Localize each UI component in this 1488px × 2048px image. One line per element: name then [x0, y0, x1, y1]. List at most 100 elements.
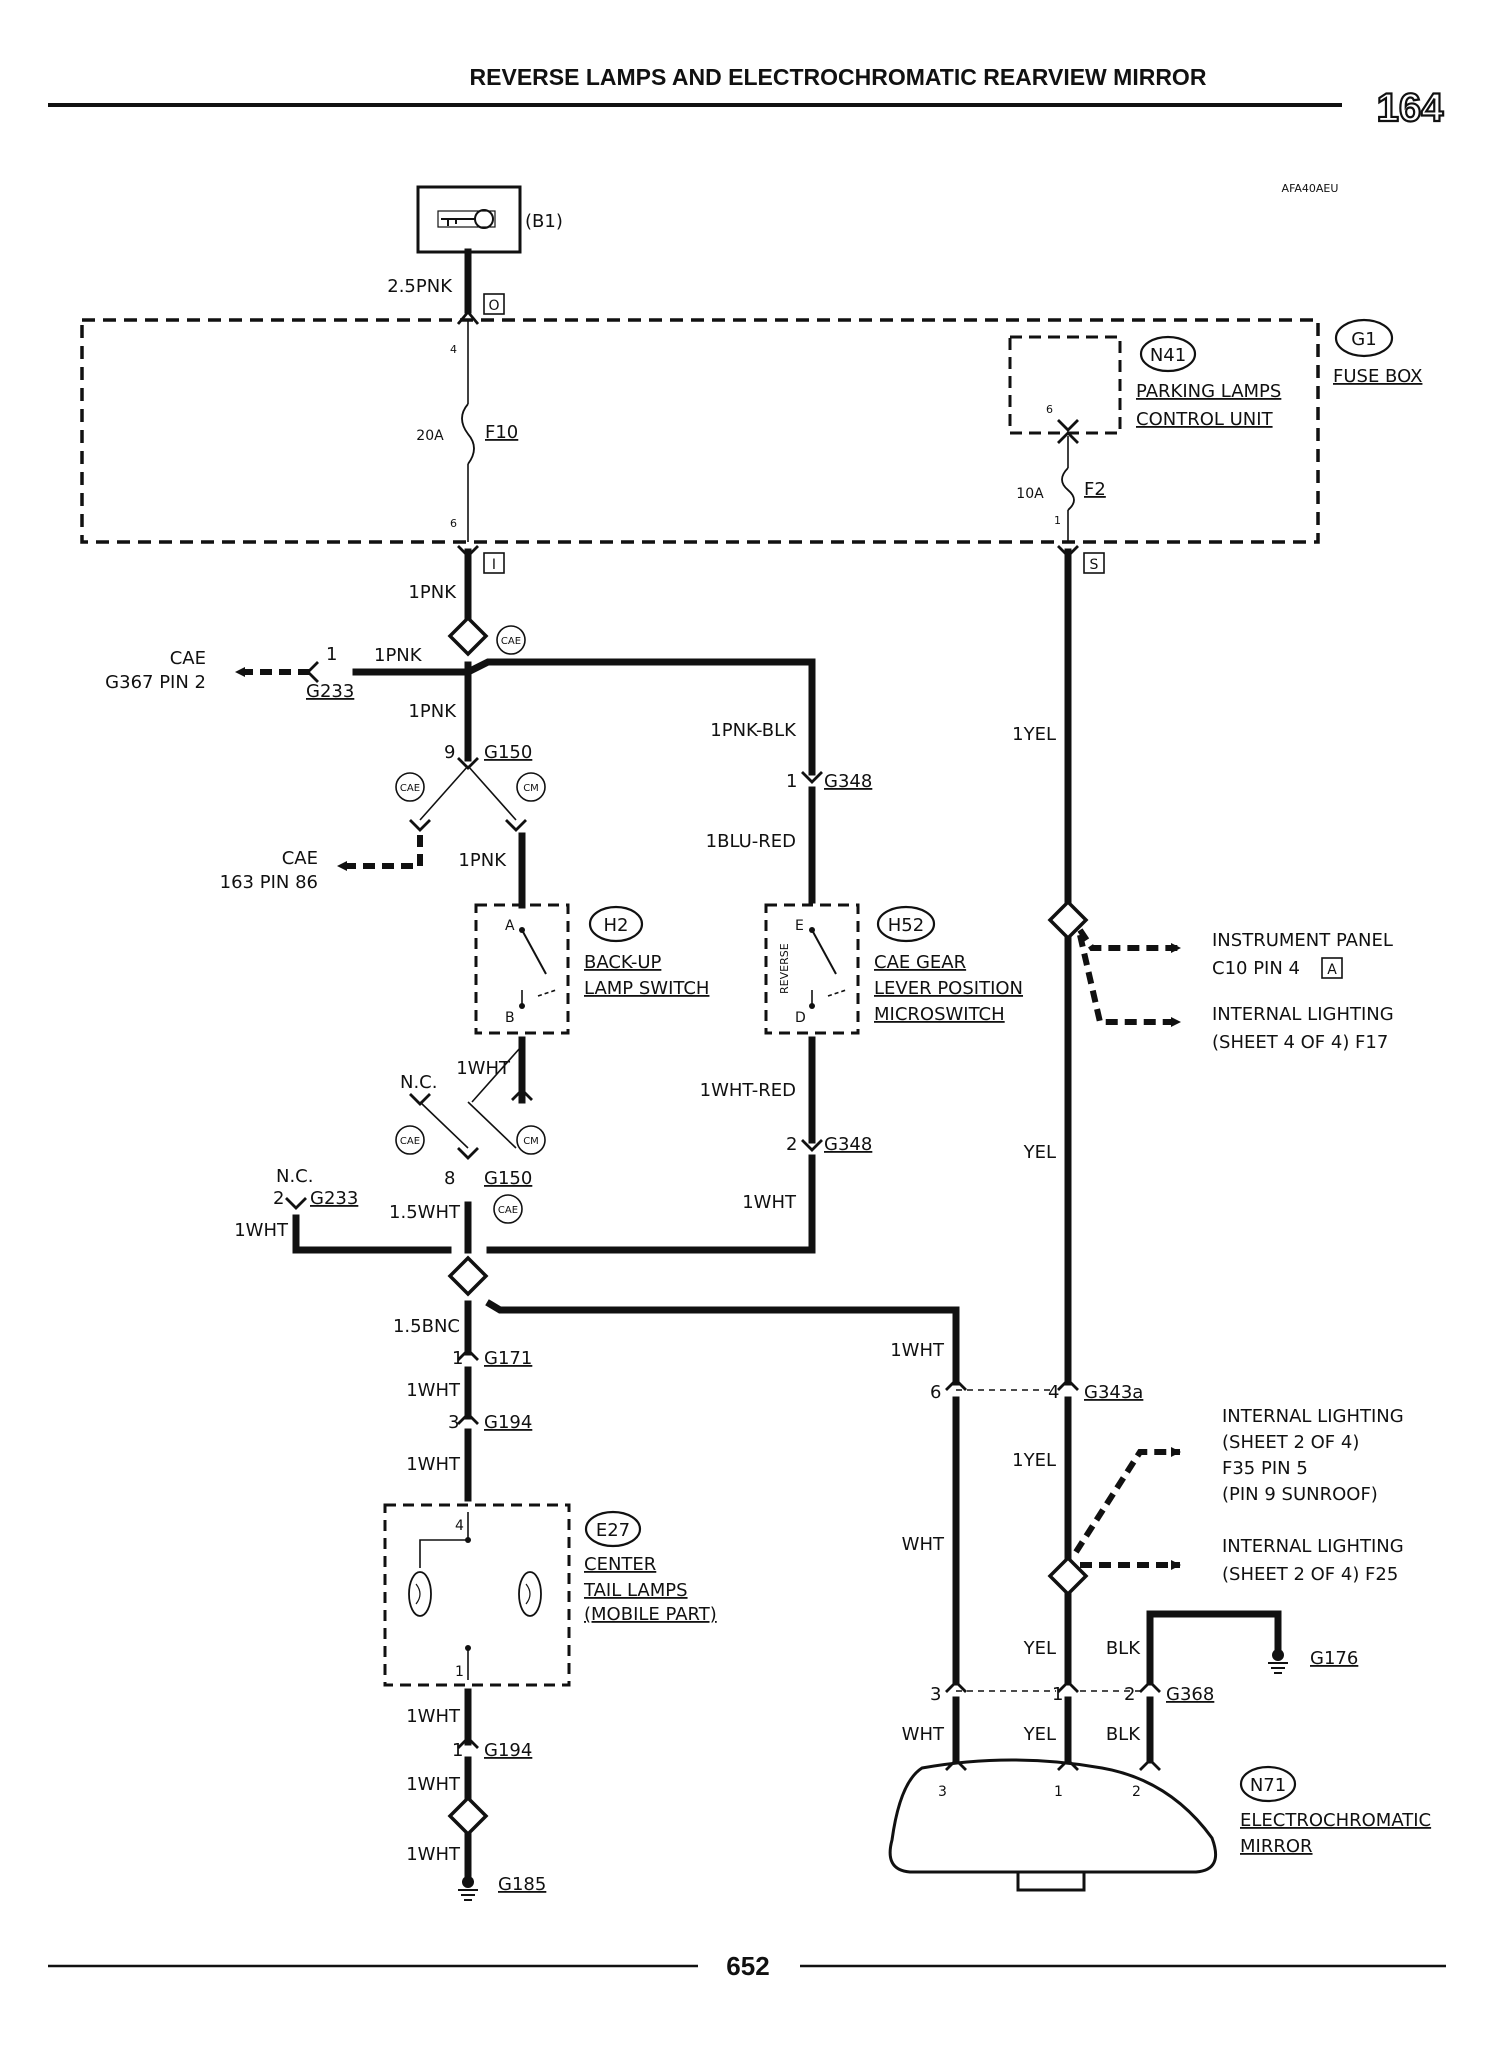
svg-text:8: 8 — [444, 1168, 455, 1189]
lamp-bulb-icon — [408, 1571, 432, 1617]
svg-text:2: 2 — [1132, 1784, 1141, 1800]
svg-text:F10: F10 — [485, 422, 518, 443]
reference-arrows — [235, 667, 1181, 1570]
splice-1pnk — [447, 615, 489, 657]
svg-text:1WHT: 1WHT — [406, 1774, 461, 1795]
svg-text:1: 1 — [326, 644, 337, 665]
splice-ground — [447, 1795, 489, 1837]
svg-text:10A: 10A — [1016, 486, 1044, 502]
svg-text:3: 3 — [938, 1784, 947, 1800]
center-tail-lamps-e27: 4 1 E27 CENTER TAIL LAMPS (MOBILE PART) — [383, 1503, 717, 1687]
svg-text:CM: CM — [523, 783, 539, 794]
svg-text:B: B — [505, 1010, 515, 1026]
svg-text:1YEL: 1YEL — [1012, 1450, 1056, 1471]
svg-text:F35 PIN 5: F35 PIN 5 — [1222, 1458, 1308, 1479]
svg-text:WHT: WHT — [902, 1534, 945, 1555]
svg-text:(MOBILE PART): (MOBILE PART) — [584, 1604, 717, 1625]
fuse-f10: 20A F10 — [416, 403, 518, 465]
gear-lever-microswitch-h52: E D REVERSE H52 CAE GEAR LEVER POSITION … — [764, 903, 1023, 1035]
svg-text:1: 1 — [786, 771, 797, 792]
svg-text:G348: G348 — [824, 1134, 872, 1155]
parking-lamps-control-unit-n41: N41 PARKING LAMPS CONTROL UNIT — [1008, 335, 1281, 435]
svg-text:A: A — [505, 918, 515, 934]
svg-text:4: 4 — [455, 1518, 464, 1534]
page-number: 652 — [726, 1951, 769, 1981]
svg-text:1: 1 — [1052, 1684, 1063, 1705]
svg-text:1.5WHT: 1.5WHT — [389, 1202, 461, 1223]
svg-text:ELECTROCHROMATIC: ELECTROCHROMATIC — [1240, 1810, 1431, 1831]
svg-text:CAE: CAE — [282, 848, 318, 869]
svg-text:CAE: CAE — [170, 648, 206, 669]
svg-text:1PNK: 1PNK — [374, 645, 423, 666]
splice-wht — [447, 1255, 489, 1297]
splices — [447, 615, 1089, 1837]
svg-text:MICROSWITCH: MICROSWITCH — [874, 1004, 1005, 1025]
svg-text:(PIN 9 SUNROOF): (PIN 9 SUNROOF) — [1222, 1484, 1378, 1505]
svg-text:BACK-UP: BACK-UP — [584, 952, 661, 973]
svg-text:1: 1 — [452, 1348, 463, 1369]
svg-text:BLK: BLK — [1106, 1724, 1141, 1745]
svg-text:9: 9 — [444, 742, 455, 763]
electrochromatic-mirror-n71: 3 1 2 N71 ELECTROCHROMATIC MIRROR — [888, 1758, 1431, 1892]
svg-text:BLK: BLK — [1106, 1638, 1141, 1659]
svg-text:INSTRUMENT PANEL: INSTRUMENT PANEL — [1212, 930, 1393, 951]
svg-text:6: 6 — [930, 1382, 941, 1403]
svg-text:1PNK-BLK: 1PNK-BLK — [710, 720, 797, 741]
svg-text:6: 6 — [450, 517, 457, 530]
svg-text:G1: G1 — [1351, 329, 1376, 350]
svg-text:MIRROR: MIRROR — [1240, 1836, 1313, 1857]
svg-text:(B1): (B1) — [525, 211, 563, 232]
back-up-lamp-switch-h2: A B H2 BACK-UP LAMP SWITCH — [474, 903, 709, 1035]
svg-text:1: 1 — [1054, 514, 1061, 527]
svg-text:G233: G233 — [306, 681, 354, 702]
svg-text:1YEL: 1YEL — [1012, 724, 1056, 745]
svg-text:N41: N41 — [1150, 345, 1186, 366]
svg-text:(SHEET 4 OF 4) F17: (SHEET 4 OF 4) F17 — [1212, 1032, 1388, 1053]
svg-text:G233: G233 — [310, 1188, 358, 1209]
svg-text:2: 2 — [273, 1188, 284, 1209]
svg-text:1WHT: 1WHT — [406, 1454, 461, 1475]
option-badges — [395, 625, 546, 1224]
svg-text:1: 1 — [452, 1740, 463, 1761]
svg-text:E: E — [795, 918, 804, 934]
svg-text:LEVER POSITION: LEVER POSITION — [874, 978, 1023, 999]
ground-g185: G185 — [458, 1874, 546, 1901]
svg-text:1WHT: 1WHT — [406, 1706, 461, 1727]
svg-text:CENTER: CENTER — [584, 1554, 656, 1575]
fuse-box-g1: G1 FUSE BOX — [80, 318, 1422, 544]
svg-text:CAE: CAE — [501, 636, 521, 647]
svg-text:G343a: G343a — [1084, 1382, 1143, 1403]
svg-text:D: D — [795, 1010, 806, 1026]
svg-text:INTERNAL LIGHTING: INTERNAL LIGHTING — [1222, 1406, 1404, 1427]
svg-text:1PNK: 1PNK — [458, 850, 507, 871]
svg-text:N.C.: N.C. — [276, 1166, 313, 1187]
svg-text:1WHT: 1WHT — [406, 1380, 461, 1401]
svg-text:163 PIN 86: 163 PIN 86 — [220, 872, 318, 893]
svg-text:WHT: WHT — [902, 1724, 945, 1745]
svg-text:YEL: YEL — [1023, 1638, 1056, 1659]
svg-text:H2: H2 — [604, 915, 629, 936]
svg-text:6: 6 — [1046, 403, 1053, 416]
svg-text:G194: G194 — [484, 1740, 532, 1761]
splice-1yel-lower — [1047, 1555, 1089, 1597]
svg-text:E27: E27 — [596, 1520, 630, 1541]
svg-text:2: 2 — [786, 1134, 797, 1155]
svg-text:1WHT-RED: 1WHT-RED — [700, 1080, 796, 1101]
svg-text:(SHEET 2 OF 4) F25: (SHEET 2 OF 4) F25 — [1222, 1564, 1398, 1585]
svg-text:REVERSE: REVERSE — [778, 943, 791, 994]
svg-text:CAE: CAE — [400, 1136, 420, 1147]
svg-text:1PNK: 1PNK — [408, 582, 457, 603]
svg-text:G185: G185 — [498, 1874, 546, 1895]
svg-text:O: O — [488, 298, 499, 314]
connector-boxes: O I S A — [483, 293, 1343, 979]
svg-text:CM: CM — [523, 1136, 539, 1147]
svg-text:F2: F2 — [1084, 479, 1106, 500]
pin-numbers: 4 6 6 1 1 9 1 2 8 2 1 3 1 6 4 3 1 2 — [273, 343, 1135, 1761]
svg-text:1: 1 — [1054, 1784, 1063, 1800]
svg-text:S: S — [1090, 557, 1099, 573]
svg-text:H52: H52 — [888, 915, 924, 936]
svg-text:YEL: YEL — [1023, 1724, 1056, 1745]
svg-text:4: 4 — [450, 343, 457, 356]
svg-text:TAIL LAMPS: TAIL LAMPS — [583, 1580, 688, 1601]
